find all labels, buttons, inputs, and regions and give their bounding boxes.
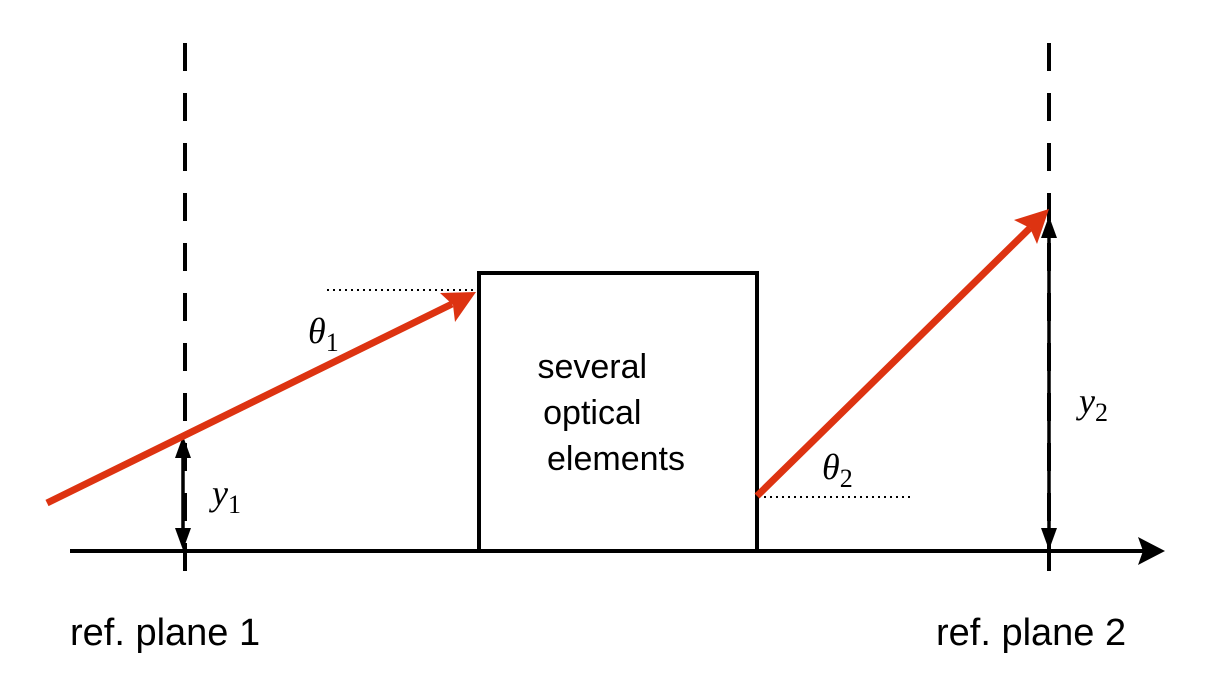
ref-plane-1-label: ref. plane 1 bbox=[70, 612, 260, 654]
optical-axis-arrowhead bbox=[1138, 537, 1165, 565]
box-text-line-1: several bbox=[537, 348, 647, 386]
y1-arrowhead-top bbox=[175, 436, 191, 458]
y2-label: y2 bbox=[1076, 381, 1108, 427]
box-text-line-3: elements bbox=[547, 440, 685, 478]
y2-arrowhead-bottom bbox=[1041, 528, 1057, 550]
y1-label: y1 bbox=[209, 473, 241, 519]
y1-arrowhead-bottom bbox=[175, 528, 191, 550]
ref-plane-2-label: ref. plane 2 bbox=[936, 612, 1126, 654]
svg-text:several optical elemen: several optical elements bbox=[537, 348, 685, 478]
incoming-ray-arrowhead bbox=[440, 292, 476, 322]
incoming-ray bbox=[45, 300, 454, 507]
outgoing-ray bbox=[754, 225, 1033, 499]
theta2-label: θ2 bbox=[822, 447, 853, 493]
theta1-label: θ1 bbox=[308, 311, 339, 357]
box-text-line-2: optical bbox=[543, 394, 641, 432]
optical-elements-box bbox=[477, 271, 759, 553]
outgoing-ray-arrowhead bbox=[1014, 209, 1049, 244]
y2-arrowhead-top bbox=[1041, 216, 1057, 238]
